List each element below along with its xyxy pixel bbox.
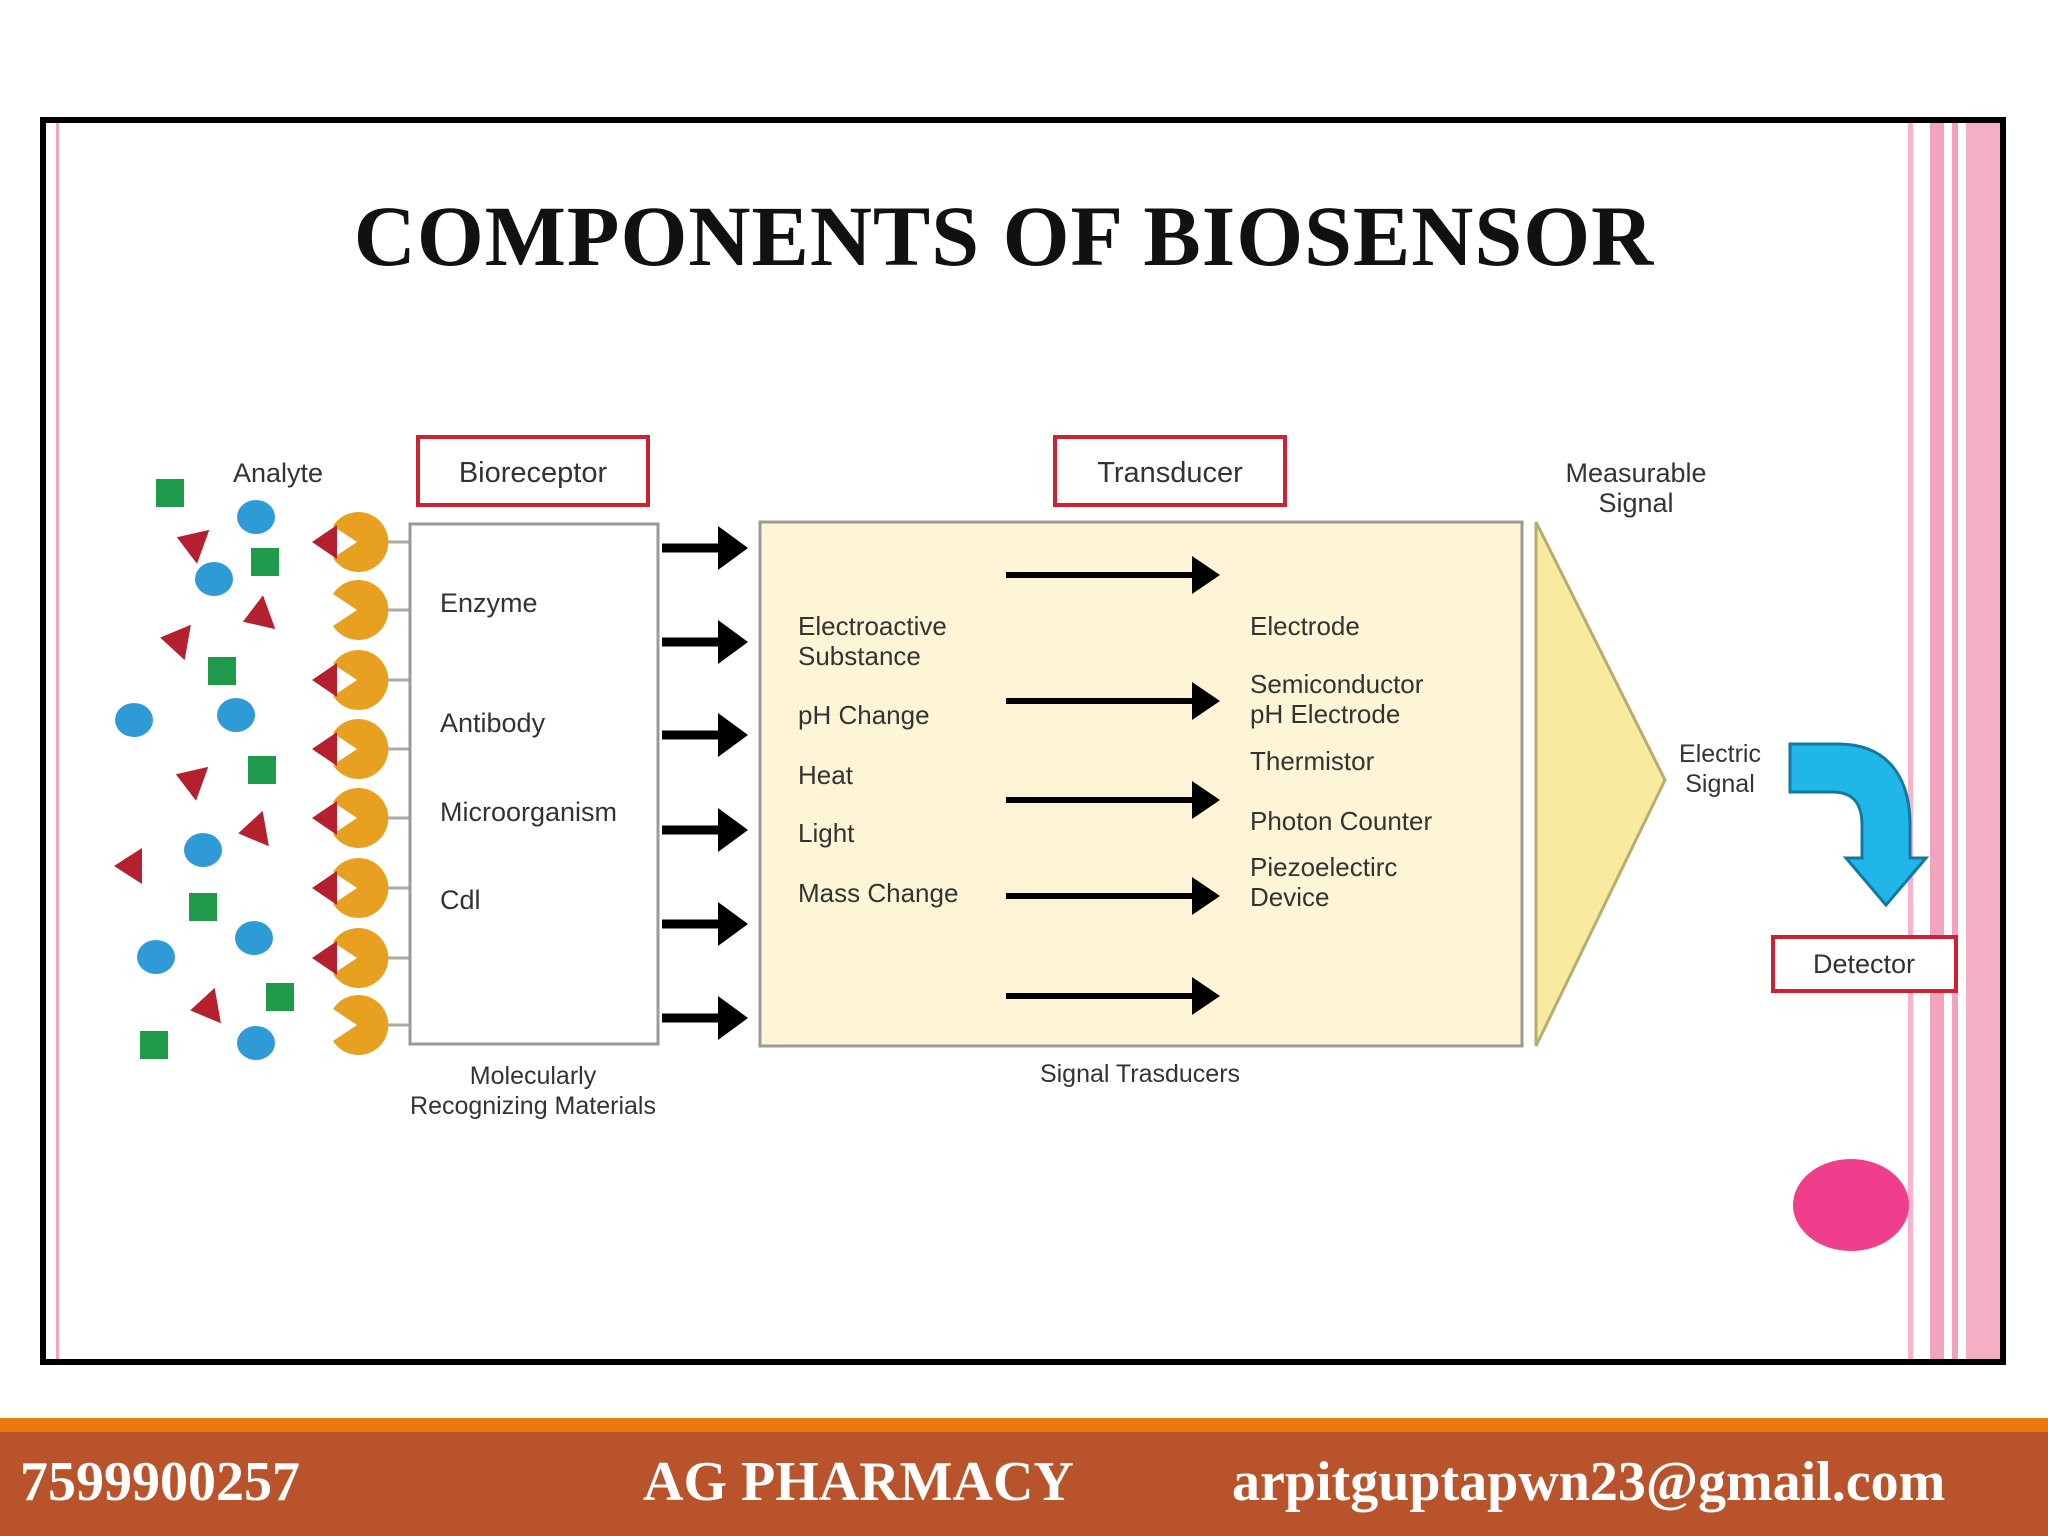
footer-brand: AG PHARMACY	[643, 1451, 1074, 1513]
receptor-shape	[333, 650, 389, 711]
footer-email: arpitguptapwn23@gmail.com	[1232, 1451, 1946, 1513]
bioreceptor-label: Bioreceptor	[459, 457, 608, 489]
detector-arrow	[1788, 742, 1930, 908]
measurable-signal-arrow	[1534, 521, 1667, 1047]
analyte-circle	[195, 562, 233, 596]
decorative-pink-dot	[1793, 1159, 1909, 1251]
bound-analyte	[312, 663, 337, 697]
bioreceptor-item: Enzyme	[440, 588, 538, 618]
thin-arrows	[1006, 556, 1220, 1015]
receptor-shape	[333, 858, 389, 919]
signal-type: Mass Change	[798, 878, 958, 908]
signal-type: Electroactive	[798, 611, 947, 641]
transducer-device: Thermistor	[1250, 746, 1375, 776]
signal-type: Substance	[798, 641, 921, 671]
transducer-device: Semiconductor	[1250, 669, 1424, 699]
thick-arrows	[662, 526, 748, 1040]
transducer-device: Electrode	[1250, 611, 1360, 641]
footer-bar: 7599900257 AG PHARMACY arpitguptapwn23@g…	[0, 1432, 2048, 1536]
bound-analyte	[312, 871, 337, 905]
receptor-shape	[333, 928, 389, 989]
signal-type: Heat	[798, 760, 854, 790]
signal-type: Light	[798, 818, 855, 848]
analyte-circle	[237, 1026, 275, 1060]
bioreceptor-item: Cdl	[440, 885, 481, 915]
detector-label: Detector	[1813, 949, 1915, 979]
left-pink-line	[56, 123, 59, 1359]
bioreceptor-caption-line: Recognizing Materials	[410, 1092, 656, 1120]
analyte-wedge	[242, 595, 276, 630]
detector-box	[1771, 935, 1958, 993]
analyte-wedge	[176, 529, 210, 564]
transducer-caption: Signal Trasducers	[1040, 1060, 1240, 1088]
analyte-square	[266, 983, 294, 1011]
analyte-circle	[235, 921, 273, 955]
analyte-square	[140, 1031, 168, 1059]
right-decor-stripes	[1908, 123, 2000, 1359]
bioreceptor-caption-line: Molecularly	[470, 1062, 597, 1090]
analyte-circle	[137, 940, 175, 974]
transducer-label-box	[1053, 435, 1287, 507]
bound-analyte	[312, 801, 337, 835]
analyte-particles	[114, 479, 294, 1060]
analyte-label: Analyte	[233, 458, 323, 488]
analyte-circle	[217, 698, 255, 732]
footer-accent-line	[0, 1418, 2048, 1432]
analyte-circle	[237, 500, 275, 534]
measurable-signal-line: Signal	[1598, 488, 1673, 518]
analyte-circle	[184, 833, 222, 867]
analyte-wedge	[175, 766, 209, 801]
analyte-circle	[115, 703, 153, 737]
bioreceptor-panel	[408, 522, 660, 1046]
slide-title: COMPONENTS OF BIOSENSOR	[353, 188, 1655, 284]
analyte-wedge	[190, 987, 221, 1024]
analyte-wedge	[238, 810, 269, 847]
receptor-shape	[333, 580, 389, 641]
analyte-square	[248, 756, 276, 784]
transducer-device: Photon Counter	[1250, 806, 1432, 836]
bioreceptor-item: Microorganism	[440, 797, 617, 827]
transducer-device: Piezoelectirc	[1250, 852, 1397, 882]
bioreceptor-label-box	[416, 435, 650, 507]
transducer-device: Device	[1250, 882, 1329, 912]
analyte-square	[208, 657, 236, 685]
signal-type: pH Change	[798, 700, 930, 730]
bound-analyte	[312, 941, 337, 975]
transducer-label: Transducer	[1097, 457, 1243, 489]
analyte-wedge	[114, 848, 142, 884]
analyte-square	[189, 893, 217, 921]
transducer-device: pH Electrode	[1250, 699, 1400, 729]
transducer-panel	[758, 520, 1524, 1048]
receptor-shapes	[312, 512, 410, 1056]
receptor-shape	[333, 719, 389, 779]
receptor-shape	[333, 512, 389, 573]
analyte-square	[251, 548, 279, 576]
receptor-shape	[333, 995, 389, 1056]
bound-analyte	[312, 732, 337, 766]
measurable-signal-line: Measurable	[1565, 458, 1706, 488]
electric-signal-line: Electric	[1679, 740, 1761, 768]
analyte-wedge	[160, 624, 191, 661]
footer-phone: 7599900257	[20, 1451, 300, 1513]
analyte-square	[156, 479, 184, 507]
bound-analyte	[312, 525, 337, 559]
bioreceptor-item: Antibody	[440, 708, 546, 738]
electric-signal-line: Signal	[1685, 770, 1755, 798]
receptor-shape	[333, 788, 389, 849]
